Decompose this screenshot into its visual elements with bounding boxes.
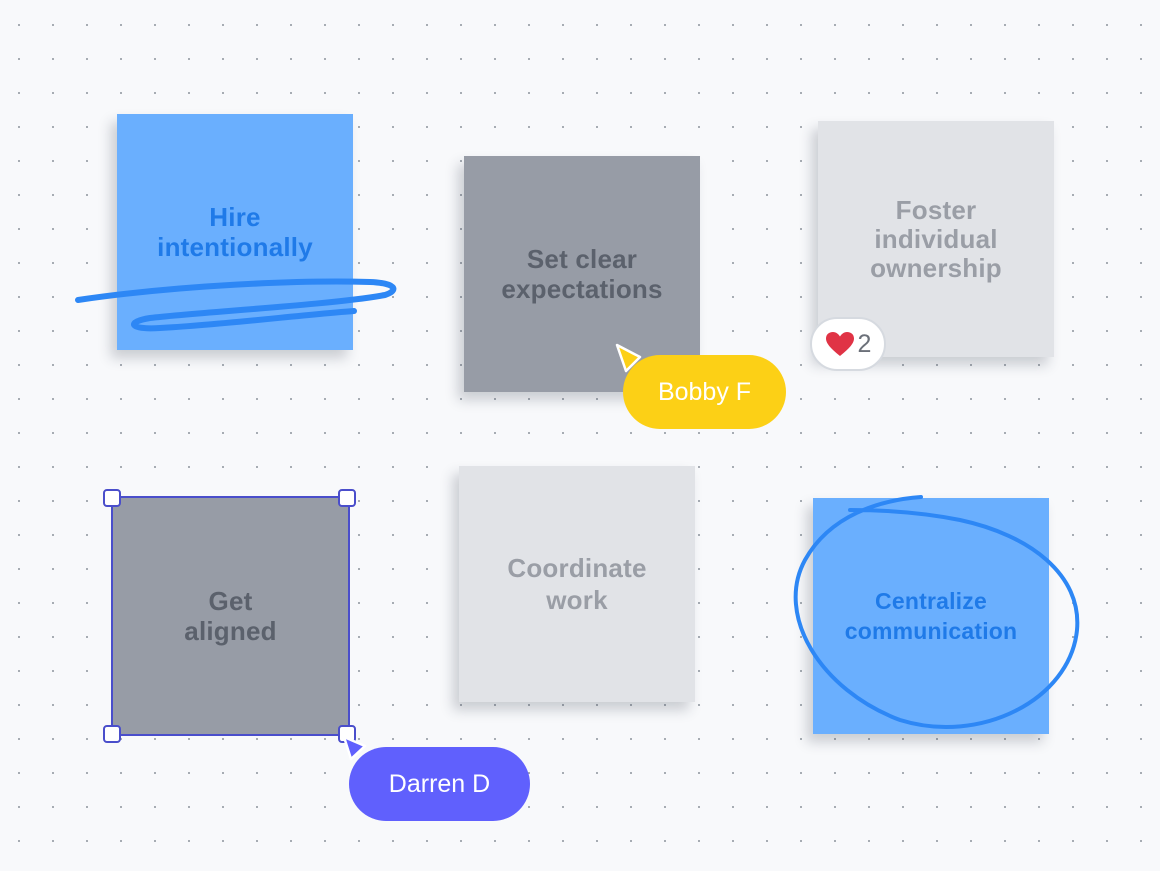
note-line: individual: [874, 223, 998, 254]
note-line: communication: [844, 618, 1018, 644]
note-line: intentionally: [157, 232, 313, 262]
note-line: ownership: [870, 252, 1002, 283]
note-line: expectations: [501, 274, 663, 304]
sticky-note-get-aligned[interactable]: Get aligned: [111, 496, 350, 736]
note-line: aligned: [184, 616, 277, 646]
note-line: Set clear: [526, 244, 638, 274]
note-text: Hire intentionally: [157, 202, 313, 262]
note-line: Get: [208, 586, 253, 616]
note-line: Centralize: [875, 588, 987, 614]
resize-handle-top-right[interactable]: [338, 489, 356, 507]
resize-handle-top-left[interactable]: [103, 489, 121, 507]
sticky-note-coordinate-work[interactable]: Coordinate work: [459, 466, 695, 702]
note-line: Coordinate: [507, 553, 647, 583]
resize-handle-bottom-right[interactable]: [338, 725, 356, 743]
note-line: work: [546, 585, 608, 615]
reaction-count: 2: [857, 329, 872, 358]
sticky-note-centralize-communication[interactable]: Centralize communication: [813, 498, 1049, 734]
heart-icon: [825, 332, 854, 356]
note-line: Foster: [895, 194, 977, 225]
resize-handle-bottom-left[interactable]: [103, 725, 121, 743]
sticky-note-set-clear-expectations[interactable]: Set clear expectations: [464, 156, 700, 392]
collaborator-cursor-bobby: Bobby F: [623, 355, 786, 429]
collaborator-name: Bobby F: [657, 377, 752, 406]
reaction-badge[interactable]: 2: [810, 317, 886, 371]
note-text: Centralize communication: [845, 586, 1018, 646]
note-text: Get aligned: [184, 586, 276, 646]
note-line: Hire: [209, 202, 261, 232]
note-text: Set clear expectations: [501, 244, 662, 304]
collaborator-cursor-darren: Darren D: [349, 747, 530, 821]
collaborator-name: Darren D: [388, 769, 491, 798]
sticky-note-hire-intentionally[interactable]: Hire intentionally: [117, 114, 353, 350]
note-text: Coordinate work: [507, 552, 646, 616]
note-text: Foster individual ownership: [870, 194, 1002, 283]
